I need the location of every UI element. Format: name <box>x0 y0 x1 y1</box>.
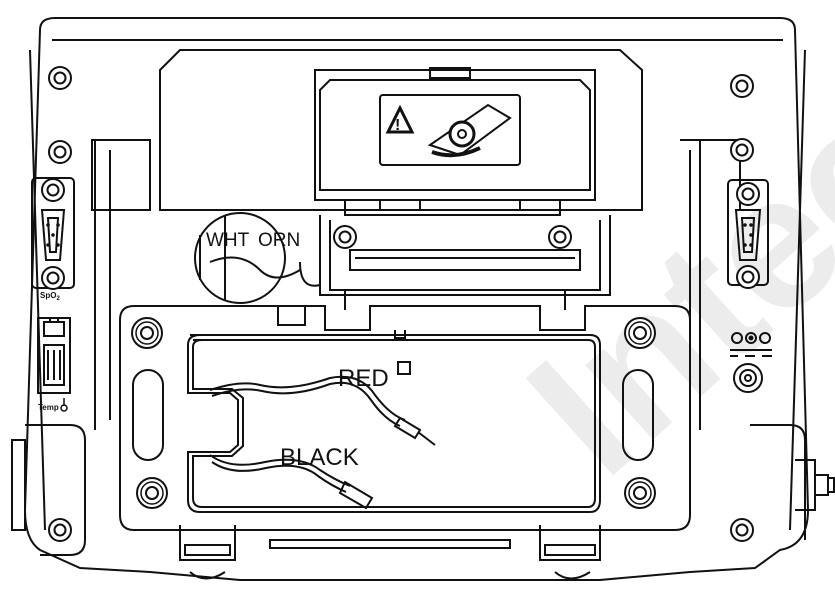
red-wire-label: RED <box>338 365 389 392</box>
dc-power-jack <box>733 363 763 393</box>
watermark-text: Intec <box>489 60 835 514</box>
battery-compartment <box>119 305 691 531</box>
temp-label: Temp <box>38 403 59 412</box>
speaker <box>194 212 286 304</box>
temp-connector-panel <box>37 317 71 394</box>
warning-triangle-icon: ! <box>385 104 415 134</box>
thermometer-icon <box>60 398 68 412</box>
spo2-label: SpO2 <box>40 291 60 302</box>
device-housing <box>23 17 810 581</box>
printer-warning-label <box>379 94 521 166</box>
svg-text:!: ! <box>395 117 400 134</box>
black-wire-label: BLACK <box>280 444 359 471</box>
wht-wire-label: WHT <box>206 230 250 251</box>
paper-roll-icon <box>427 103 512 158</box>
orn-wire-label: ORN <box>258 230 300 251</box>
dc-power-symbol-icon <box>730 332 772 357</box>
